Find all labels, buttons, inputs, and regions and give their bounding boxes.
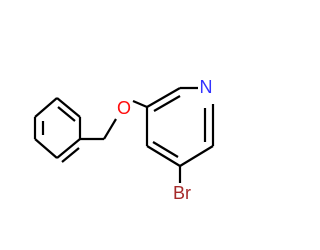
bond-ph-2-3 [34,138,58,159]
bond-ph-5-6-inner [57,106,76,122]
bond-c3-c4-inner [152,141,179,158]
bond-c5-c6 [146,87,181,108]
bond-ph-1-2-inner [61,147,80,163]
bond-o-ch2 [103,118,117,140]
structure-diagram: N O Br [33,77,215,203]
bond-c3-c4 [146,145,181,167]
nitrogen-label: N [200,77,213,97]
benzene-ring [33,97,104,163]
bond-ph-1-2 [56,138,81,159]
bond-ph-4-5 [34,97,58,118]
bond-c5-c6-inner [153,95,181,112]
bond-c5-o [132,99,148,109]
bond-ph-5-6 [56,97,81,118]
bond-c2-c3 [179,145,214,167]
bromine-label: Br [173,183,191,203]
oxygen-label: O [117,98,131,118]
pyridine-ring [145,86,215,167]
